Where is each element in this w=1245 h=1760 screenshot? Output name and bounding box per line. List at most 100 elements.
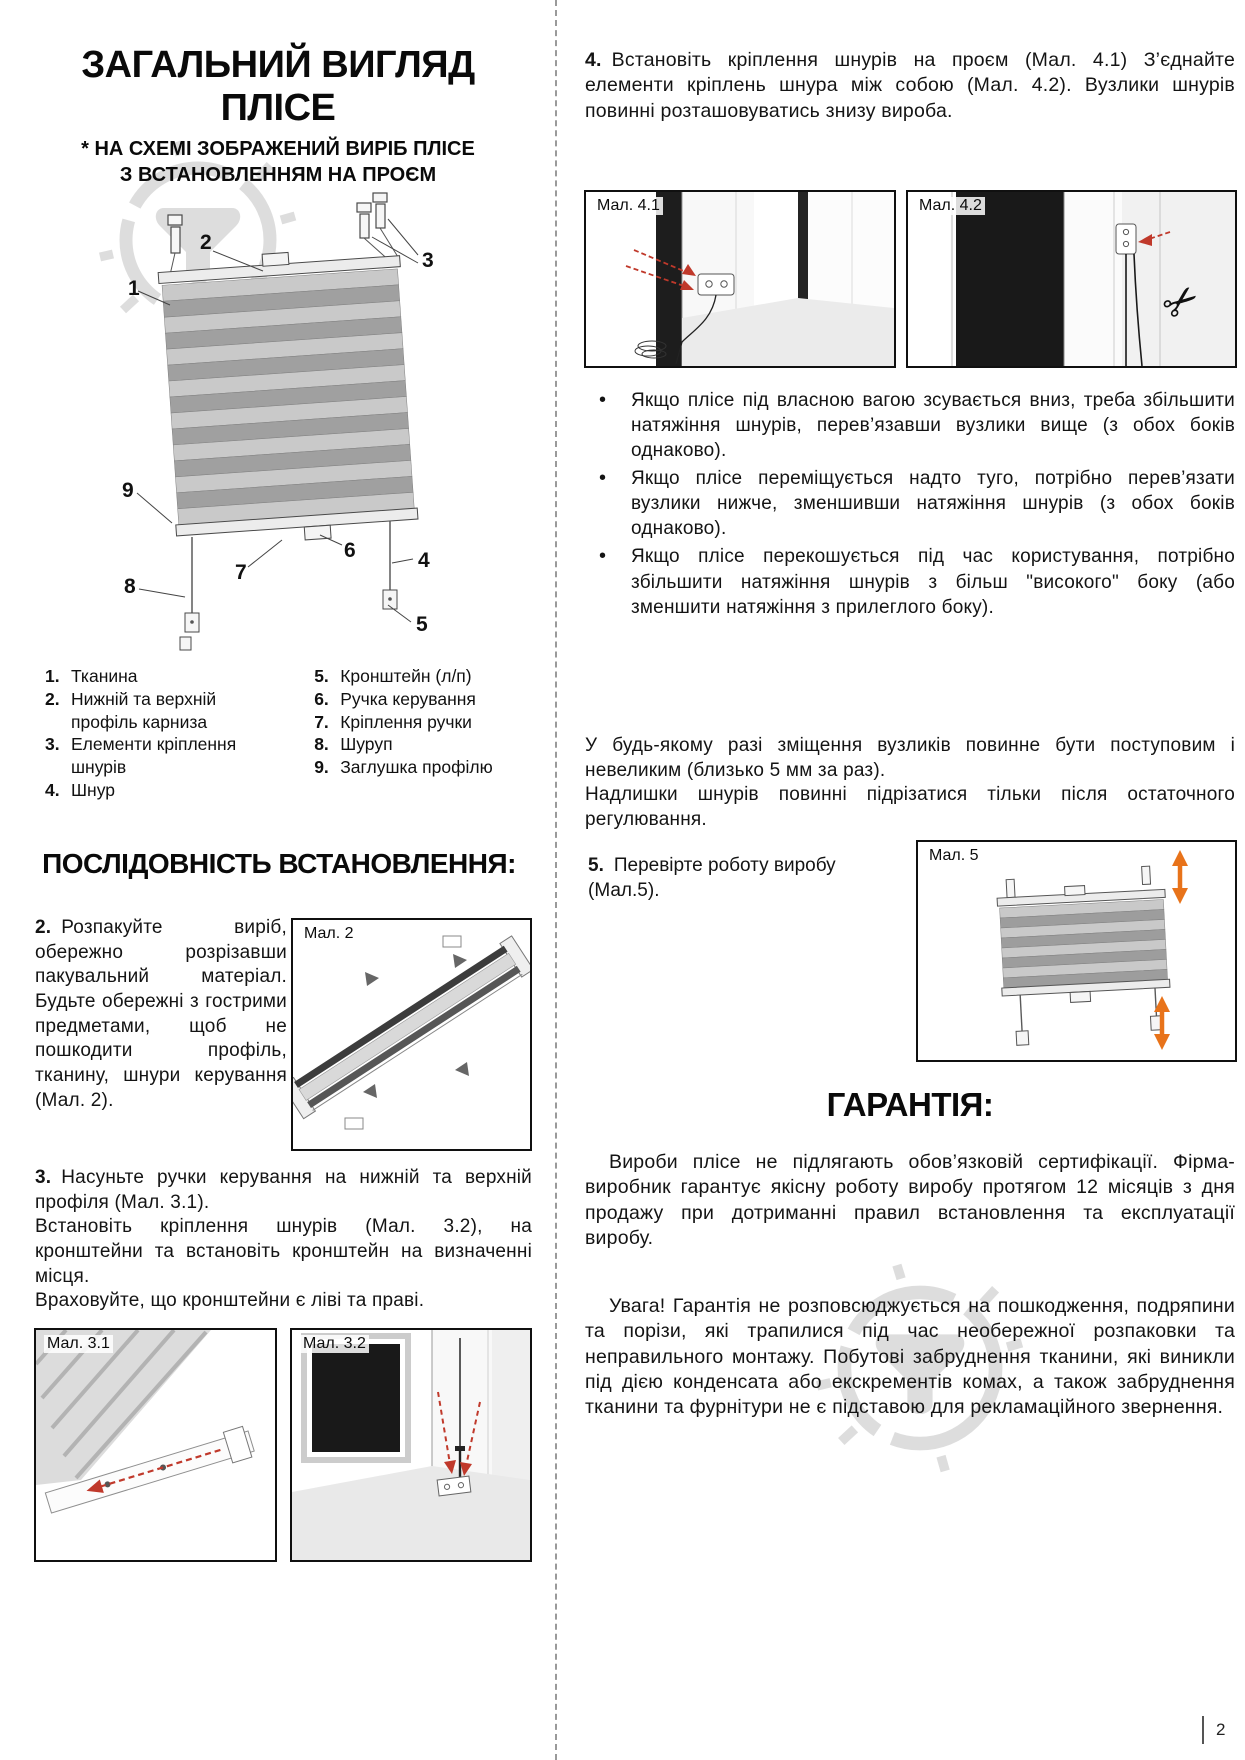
legend-item-number: 3. [45, 734, 60, 755]
callout-8: 8 [124, 575, 136, 598]
figure-4-2: Мал. 4.2 ✂ [906, 190, 1237, 368]
section-title-sequence: ПОСЛІДОВНІСТЬ ВСТАНОВЛЕННЯ: [42, 848, 516, 879]
figure-3-2-drawing [292, 1330, 530, 1560]
figure-4-2-drawing: ✂ [908, 192, 1235, 366]
watermark-logo [816, 1263, 1024, 1473]
legend-column-2: 5. Кронштейн (л/п) 6. Ручка керування 7. Кр… [314, 665, 533, 802]
page-subtitle: * НА СХЕМІ ЗОБРАЖЕНИЙ ВИРІБ ПЛІСЕ З ВСТА… [38, 136, 518, 188]
legend-item: 9. Заглушка профілю [314, 756, 533, 779]
page-title-line1: ЗАГАЛЬНИЙ ВИГЛЯД [81, 44, 475, 86]
bullet-marker: • [599, 389, 607, 411]
list-item: • Якщо плісе перекошується під час корист… [585, 544, 1235, 619]
cords [179, 521, 398, 651]
step-3-paragraph: 3.Насуньте ручки керування на нижній та … [35, 1166, 532, 1314]
bullet-text: Якщо плісе перекошується під час користу… [631, 546, 1235, 618]
legend-item: 3. Елементи кріплення шнурів [45, 733, 286, 779]
figure-4-1: Мал. 4.1 [584, 190, 896, 368]
callout-1: 1 [128, 277, 140, 300]
legend-item-text: Кронштейн (л/п) [340, 666, 472, 686]
list-item: •Якщо плісе переміщується надто туго, по… [585, 466, 1235, 541]
callout-6: 6 [344, 539, 356, 562]
legend-item-number: 4. [45, 779, 60, 800]
bullet-text: Якщо плісе під власною вагою зсувається … [631, 390, 1235, 462]
column-divider [555, 0, 557, 1760]
legend-item: 4. Шнур [45, 779, 286, 802]
adjustment-notes: У будь-якому разі зміщення вузликів пови… [585, 734, 1235, 833]
cord-bracket [697, 273, 735, 296]
figure-4-1-drawing [586, 192, 894, 366]
legend-item-text: Ручка керування [340, 688, 476, 709]
figure-5: Мал. 5 [916, 840, 1237, 1062]
movement-arrow-down [1154, 996, 1170, 1050]
page-number-value: 2 [1216, 1720, 1226, 1739]
page-title-line2: ПЛІСЕ [220, 86, 336, 129]
assembly-arrows [363, 954, 469, 1098]
figure-2-label: Мал. 2 [301, 925, 357, 943]
movement-arrow-up [1172, 850, 1188, 904]
step-4-text: Встановіть кріплення шнурів на проєм (Ма… [585, 49, 1235, 122]
warranty-paragraph-2: Увага! Гарантія не розповсюджується на п… [585, 1295, 1235, 1419]
legend-item: 2. Нижній та верхній профіль карниза [45, 688, 286, 734]
callout-5: 5 [416, 613, 428, 636]
legend-item: 6. Ручка керування [314, 688, 533, 711]
figure-3-1-label: Мал. 3.1 [44, 1335, 113, 1353]
step-4-paragraph: 4.Встановіть кріплення шнурів на проєм (… [585, 48, 1235, 124]
legend-item: 7. Кріплення ручки [314, 711, 533, 734]
step-3-line3: Враховуйте, що кронштейни є ліві та прав… [35, 1290, 425, 1312]
legend-item-number: 6. [314, 688, 329, 709]
step-3-line1: 3.Насуньте ручки керування на нижній та … [35, 1166, 532, 1215]
callout-lines [136, 218, 419, 623]
step-3-number: 3. [35, 1167, 52, 1188]
top-brackets [167, 192, 388, 254]
warranty-paragraph-1: Вироби плісе не підлягають обов’язковій … [585, 1151, 1235, 1250]
bullet-text: Якщо плісе переміщується надто туго, пот… [631, 468, 1235, 540]
legend-item-text: Тканина [71, 666, 138, 686]
legend-item-text: Нижній та верхній профіль карниза [71, 688, 217, 732]
legend-item-text: Шуруп [340, 734, 393, 755]
legend-item: 8.Шуруп [314, 733, 533, 756]
step-3-text1: Насуньте ручки керування на нижній та ве… [35, 1167, 532, 1213]
legend-item-number: 7. [314, 711, 329, 732]
bullet-marker: • [599, 545, 607, 568]
page-subtitle-line2: З ВСТАНОВЛЕННЯМ НА ПРОЄМ [119, 164, 437, 186]
cord-bracket [1115, 223, 1137, 255]
callout-3: 3 [422, 249, 434, 272]
step-2-text: Розпакуйте виріб, обережно розрізавши па… [35, 917, 287, 1111]
callout-4: 4 [418, 549, 430, 572]
legend-item-text: Шнур [71, 779, 115, 800]
legend-item: 5. Кронштейн (л/п) [314, 665, 533, 688]
note-2: Надлишки шнурів повинні підрізатися тіль… [585, 784, 1235, 831]
step-4-number: 4. [585, 49, 602, 71]
legend-item-text: Елементи кріплення шнурів [71, 734, 237, 777]
figure-3-1: Мал. 3.1 [34, 1328, 277, 1562]
figure-5-label: Мал. 5 [926, 847, 982, 865]
figure-4-2-label: Мал. 4.2 [916, 197, 985, 215]
step-5-text: Перевірте роботу виробу (Мал.5). [588, 855, 836, 901]
legend-column-1: 1.Тканина 2.Нижній та верхній профіль ка… [45, 665, 286, 802]
list-item: • Якщо плісе під власною вагою зсувається… [585, 388, 1235, 463]
legend-item-number: 5. [314, 666, 329, 686]
blind-overview-diagram: 1 2 3 4 5 6 7 8 9 [122, 192, 434, 651]
figure-5-drawing [996, 850, 1188, 1050]
callout-2: 2 [200, 231, 212, 254]
page-subtitle-line1: * НА СХЕМІ ЗОБРАЖЕНИЙ ВИРІБ ПЛІСЕ [81, 138, 475, 160]
note-1: У будь-якому разі зміщення вузликів пови… [585, 735, 1235, 781]
legend-item-text: Кріплення ручки [340, 711, 472, 732]
figure-3-2: Мал. 3.2 [290, 1328, 532, 1562]
callout-7: 7 [235, 561, 247, 584]
figure-3-1-drawing [36, 1330, 255, 1514]
callout-9: 9 [122, 479, 134, 502]
legend-item-number: 9. [314, 757, 329, 777]
step-2-number: 2. [35, 917, 52, 938]
legend-item-number: 2. [45, 688, 60, 709]
figure-2: Мал. 2 [291, 918, 532, 1151]
page-title: ЗАГАЛЬНИЙ ВИГЛЯД ПЛІСЕ [38, 44, 518, 129]
step-5-number: 5. [588, 855, 604, 876]
figure-4-1-label: Мал. 4.1 [594, 197, 663, 215]
page-number-rule [1202, 1716, 1204, 1744]
figure-3-2-label: Мал. 3.2 [300, 1335, 369, 1353]
legend-item-text: Заглушка профілю [340, 757, 493, 777]
adjustment-bullet-list: • Якщо плісе під власною вагою зсувається… [585, 388, 1235, 623]
pleated-fabric [157, 251, 419, 541]
figure-2-drawing [293, 935, 530, 1130]
